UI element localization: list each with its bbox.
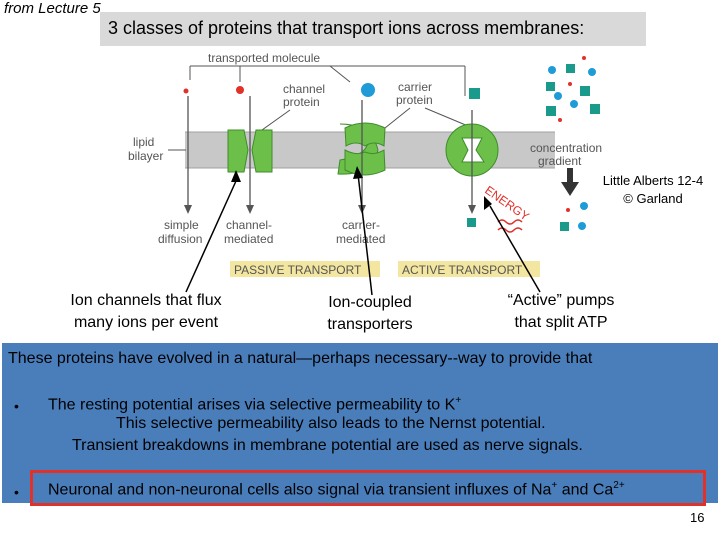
simple-label: simple <box>164 218 199 232</box>
bilayer-label: bilayer <box>128 149 163 163</box>
bullet-2-text-b: and Ca <box>557 481 614 499</box>
pointer-arrow-transporters-icon <box>353 166 363 179</box>
channel-protein-label: channel <box>283 82 325 96</box>
gradient-molecule-icon <box>548 66 556 74</box>
transported-molecule-label: transported molecule <box>208 51 320 65</box>
caption-ion-channels-line-1: Ion channels that flux <box>70 292 222 309</box>
lipid-label: lipid <box>133 135 154 149</box>
active-transport-band <box>398 261 540 277</box>
bullet-1-marker: • <box>14 398 19 414</box>
passive-transport-label: PASSIVE TRANSPORT <box>234 263 362 277</box>
carrier-protein-passive <box>344 122 386 147</box>
channel-protein-left <box>227 129 249 173</box>
caption-ion-channels: Ion channels that flux many ions per eve… <box>58 290 234 334</box>
caption-pumps: “Active” pumps that split ATP <box>486 290 636 334</box>
caption-ion-channels-line-2: many ions per event <box>73 314 219 331</box>
bullet-1-line-2: This selective permeability also leads t… <box>116 415 546 432</box>
carrier-mediated-label-2: mediated <box>336 232 385 246</box>
calcium-charge: 2+ <box>613 480 625 491</box>
blue-solute-icon <box>361 83 375 97</box>
bullet-1-text: The resting potential arises via selecti… <box>48 396 456 414</box>
pointer-arrow-channels-icon <box>231 170 241 182</box>
carrier-protein-label: carrier <box>398 80 432 94</box>
caption-pumps-line-2: that split ATP <box>514 314 608 331</box>
concentration-label: concentration <box>530 141 602 155</box>
channel-protein-right <box>251 129 273 173</box>
bullet-2-line: Neuronal and non-neuronal cells also sig… <box>48 480 625 499</box>
active-transport-label: ACTIVE TRANSPORT <box>402 263 523 277</box>
highlight-box <box>30 470 706 506</box>
diffusion-label: diffusion <box>158 232 202 246</box>
bullet-1-line-1: The resting potential arises via selecti… <box>48 395 461 414</box>
sodium-charge: + <box>551 480 558 491</box>
pointer-arrow-pumps-icon <box>484 196 492 210</box>
channel-mediated-label-2: mediated <box>224 232 273 246</box>
caption-ion-coupled-line-2: transporters <box>327 316 413 333</box>
carrier-protein-label-2: protein <box>396 93 433 107</box>
lecture-label: from Lecture 5 <box>4 0 101 17</box>
bullet-2-text-a: Neuronal and non-neuronal cells also sig… <box>48 481 552 499</box>
channel-protein-label-2: protein <box>283 95 320 109</box>
potassium-charge: + <box>455 395 462 406</box>
small-molecule-icon <box>183 88 189 94</box>
teal-solute-below-icon <box>467 218 476 227</box>
caption-pumps-line-1: “Active” pumps <box>507 292 615 309</box>
credit-line-2: © Garland <box>623 191 683 206</box>
transport-diagram: transported molecule channel protein car… <box>128 51 602 296</box>
ion-icon <box>236 86 244 94</box>
title-banner <box>100 12 646 46</box>
gradient-label: gradient <box>538 154 582 168</box>
carrier-mediated-label: carrier- <box>342 218 380 232</box>
page-number: 16 <box>690 510 705 525</box>
bullet-1-line-3: Transient breakdowns in membrane potenti… <box>72 437 583 454</box>
caption-ion-coupled: Ion-coupled transporters <box>300 292 440 336</box>
figure-credit: Little Alberts 12-4 © Garland <box>585 172 720 208</box>
gradient-arrow-icon <box>561 182 579 196</box>
slide-title: 3 classes of proteins that transport ion… <box>108 18 585 38</box>
caption-ion-coupled-line-1: Ion-coupled <box>328 294 412 311</box>
passive-transport-band <box>230 261 380 277</box>
channel-mediated-label: channel- <box>226 218 272 232</box>
bullet-2-marker: • <box>14 484 19 500</box>
summary-panel <box>2 343 718 503</box>
credit-line-1: Little Alberts 12-4 <box>602 173 704 188</box>
summary-heading: These proteins have evolved in a natural… <box>8 350 593 367</box>
teal-solute-icon <box>469 88 480 99</box>
